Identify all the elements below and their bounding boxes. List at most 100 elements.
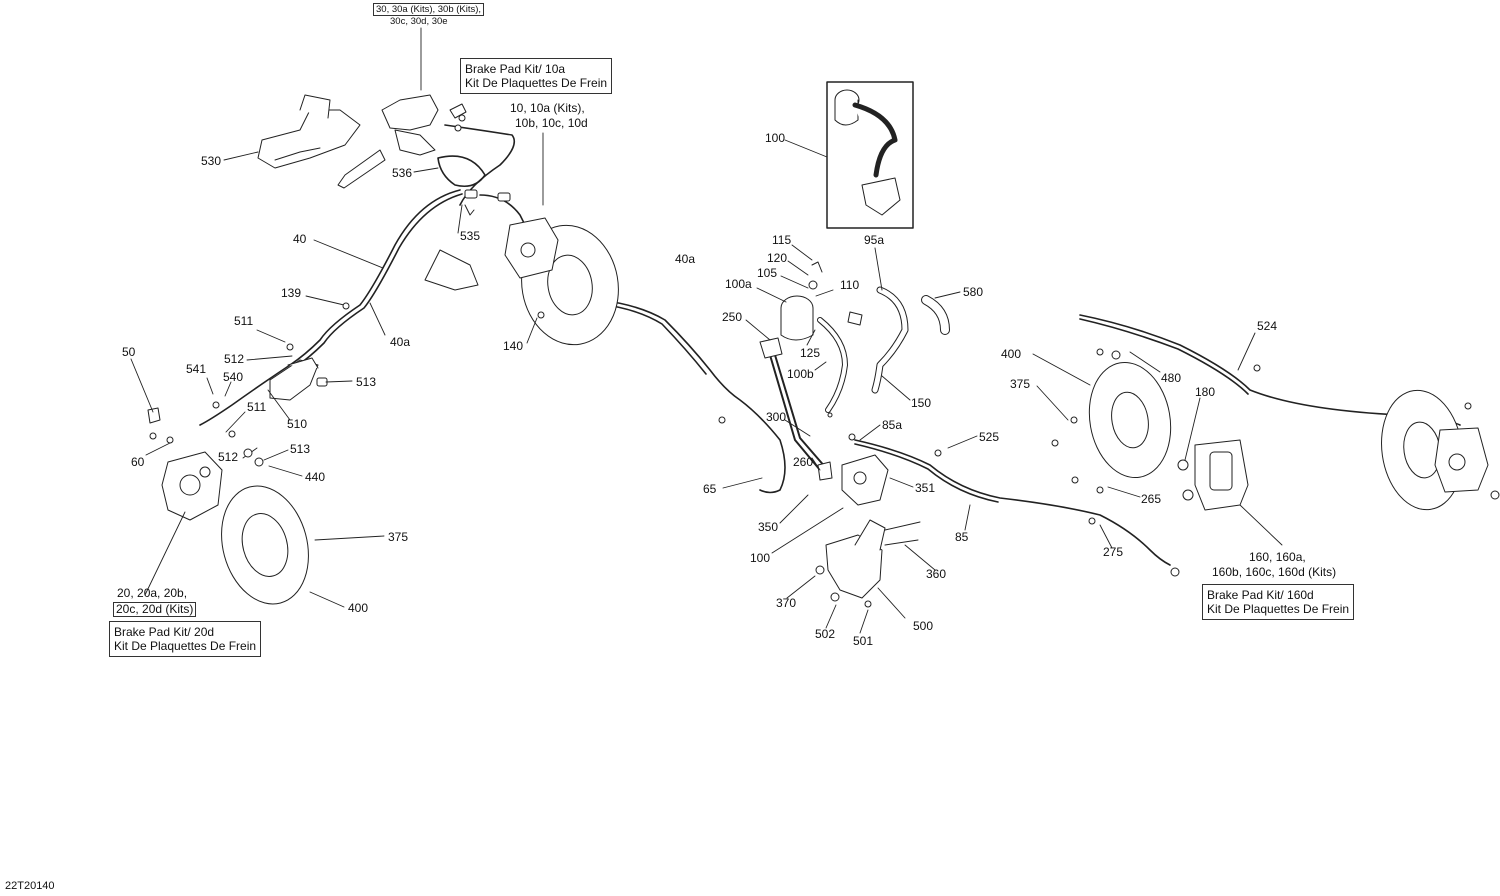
label-part-525: 525 [979,430,1000,444]
label-part-140: 140 [503,339,524,353]
handlebar-master-cylinder [381,94,439,131]
label-part-480: 480 [1161,371,1182,385]
label-part-530: 530 [201,154,222,168]
brake-splitter [424,189,511,291]
brake-lines [199,124,1461,566]
label-part-250: 250 [722,310,743,324]
brake-line-40a [599,299,786,494]
callout-10a-line2: Kit De Plaquettes De Frein [465,76,608,90]
callout-160d-line2: Kit De Plaquettes De Frein [1207,602,1350,616]
label-part-536: 536 [392,166,413,180]
label-part-540: 540 [223,370,244,384]
label-part-512-bottom: 512 [218,450,239,464]
label-part-541: 541 [186,362,207,376]
label-part-95a: 95a [864,233,885,247]
label-part-20-line2: 20c, 20d (Kits) [113,602,197,617]
label-part-265: 265 [1141,492,1162,506]
label-part-40a-right: 40a [675,252,696,266]
label-part-180: 180 [1195,385,1216,399]
label-part-30-kits: 30, 30a (Kits), 30b (Kits), [373,3,485,16]
label-part-501: 501 [853,634,874,648]
label-part-105: 105 [757,266,778,280]
brake-line-40-b [293,193,463,369]
label-part-500: 500 [913,619,934,633]
fasteners [149,302,1500,577]
label-part-440: 440 [305,470,326,484]
label-part-375-right: 375 [1010,377,1031,391]
label-part-351: 351 [915,481,936,495]
label-part-60: 60 [131,455,145,469]
brake-line-536 [437,155,486,188]
callout-20d-line2: Kit De Plaquettes De Frein [114,639,257,653]
pedal-bracket-500 [815,519,921,608]
label-part-100-top: 100 [765,131,786,145]
callout-160d-line1: Brake Pad Kit/ 160d [1207,588,1314,602]
label-part-360: 360 [926,567,947,581]
label-part-40a-left: 40a [390,335,411,349]
label-part-50: 50 [122,345,136,359]
label-part-513-bottom: 513 [290,442,311,456]
label-part-350: 350 [758,520,779,534]
label-part-511-bottom: 511 [247,400,267,414]
label-part-115: 115 [772,233,792,247]
label-part-160-line2: 160b, 160c, 160d (Kits) [1212,565,1337,579]
brake-line-40a-b [599,303,707,375]
master-cylinder-assembly [257,94,467,189]
front-left-brake [147,407,309,605]
label-part-512-top: 512 [224,352,245,366]
label-part-260: 260 [793,455,814,469]
label-part-513-top: 513 [356,375,377,389]
bracket-510 [269,359,319,401]
callout-brake-pad-kit-10a: Brake Pad Kit/ 10a Kit De Plaquettes De … [460,58,613,94]
label-part-300: 300 [766,410,787,424]
label-part-120: 120 [767,251,788,265]
leader-lines [130,27,1283,634]
label-part-511-top: 511 [234,314,254,328]
brake-line-40 [199,189,461,426]
label-part-40: 40 [293,232,307,246]
label-part-580: 580 [963,285,984,299]
callout-10a-line1: Brake Pad Kit/ 10a [465,62,566,76]
label-part-85a: 85a [882,418,903,432]
brake-line-524-b [1079,318,1249,395]
label-part-160-line1: 160, 160a, [1249,550,1306,564]
front-right-brake [504,217,619,346]
label-part-150: 150 [911,396,932,410]
label-part-275: 275 [1103,545,1124,559]
bolt-360 [884,521,921,546]
bracket-530 [257,109,361,169]
left-front-bracket [269,357,328,401]
callout-20d-line1: Brake Pad Kit/ 20d [114,625,215,639]
label-part-85: 85 [955,530,969,544]
label-part-100a: 100a [725,277,752,291]
label-part-100b: 100b [787,367,814,381]
brake-line-85 [854,439,1171,566]
rear-master-cylinder [759,261,889,506]
inset-master-cylinder [834,89,901,216]
label-part-370: 370 [776,596,797,610]
label-part-30-rest: 30c, 30d, 30e [390,16,448,27]
label-part-535: 535 [460,229,481,243]
figure-code: 22T20140 [5,880,55,892]
label-part-502: 502 [815,627,836,641]
label-part-139: 139 [281,286,302,300]
callout-brake-pad-kit-160d: Brake Pad Kit/ 160d Kit De Plaquettes De… [1202,584,1355,620]
label-part-375-left: 375 [388,530,409,544]
label-part-10-line2: 10b, 10c, 10d [515,116,588,130]
label-part-400-right: 400 [1001,347,1022,361]
label-part-400-left: 400 [348,601,369,615]
brake-line-85-b [854,443,999,503]
label-part-110: 110 [840,278,860,292]
rear-brake-center [1088,361,1249,511]
rear-brake-right [1381,389,1489,511]
label-part-510: 510 [287,417,308,431]
label-part-524: 524 [1257,319,1278,333]
label-part-125: 125 [800,346,821,360]
label-part-20-line1: 20, 20a, 20b, [117,586,188,600]
callout-brake-pad-kit-20d: Brake Pad Kit/ 20d Kit De Plaquettes De … [109,621,262,657]
label-part-65: 65 [703,482,717,496]
pedal-rod [769,354,821,471]
brake-lever [337,149,386,189]
label-part-10-line1: 10, 10a (Kits), [510,101,585,115]
